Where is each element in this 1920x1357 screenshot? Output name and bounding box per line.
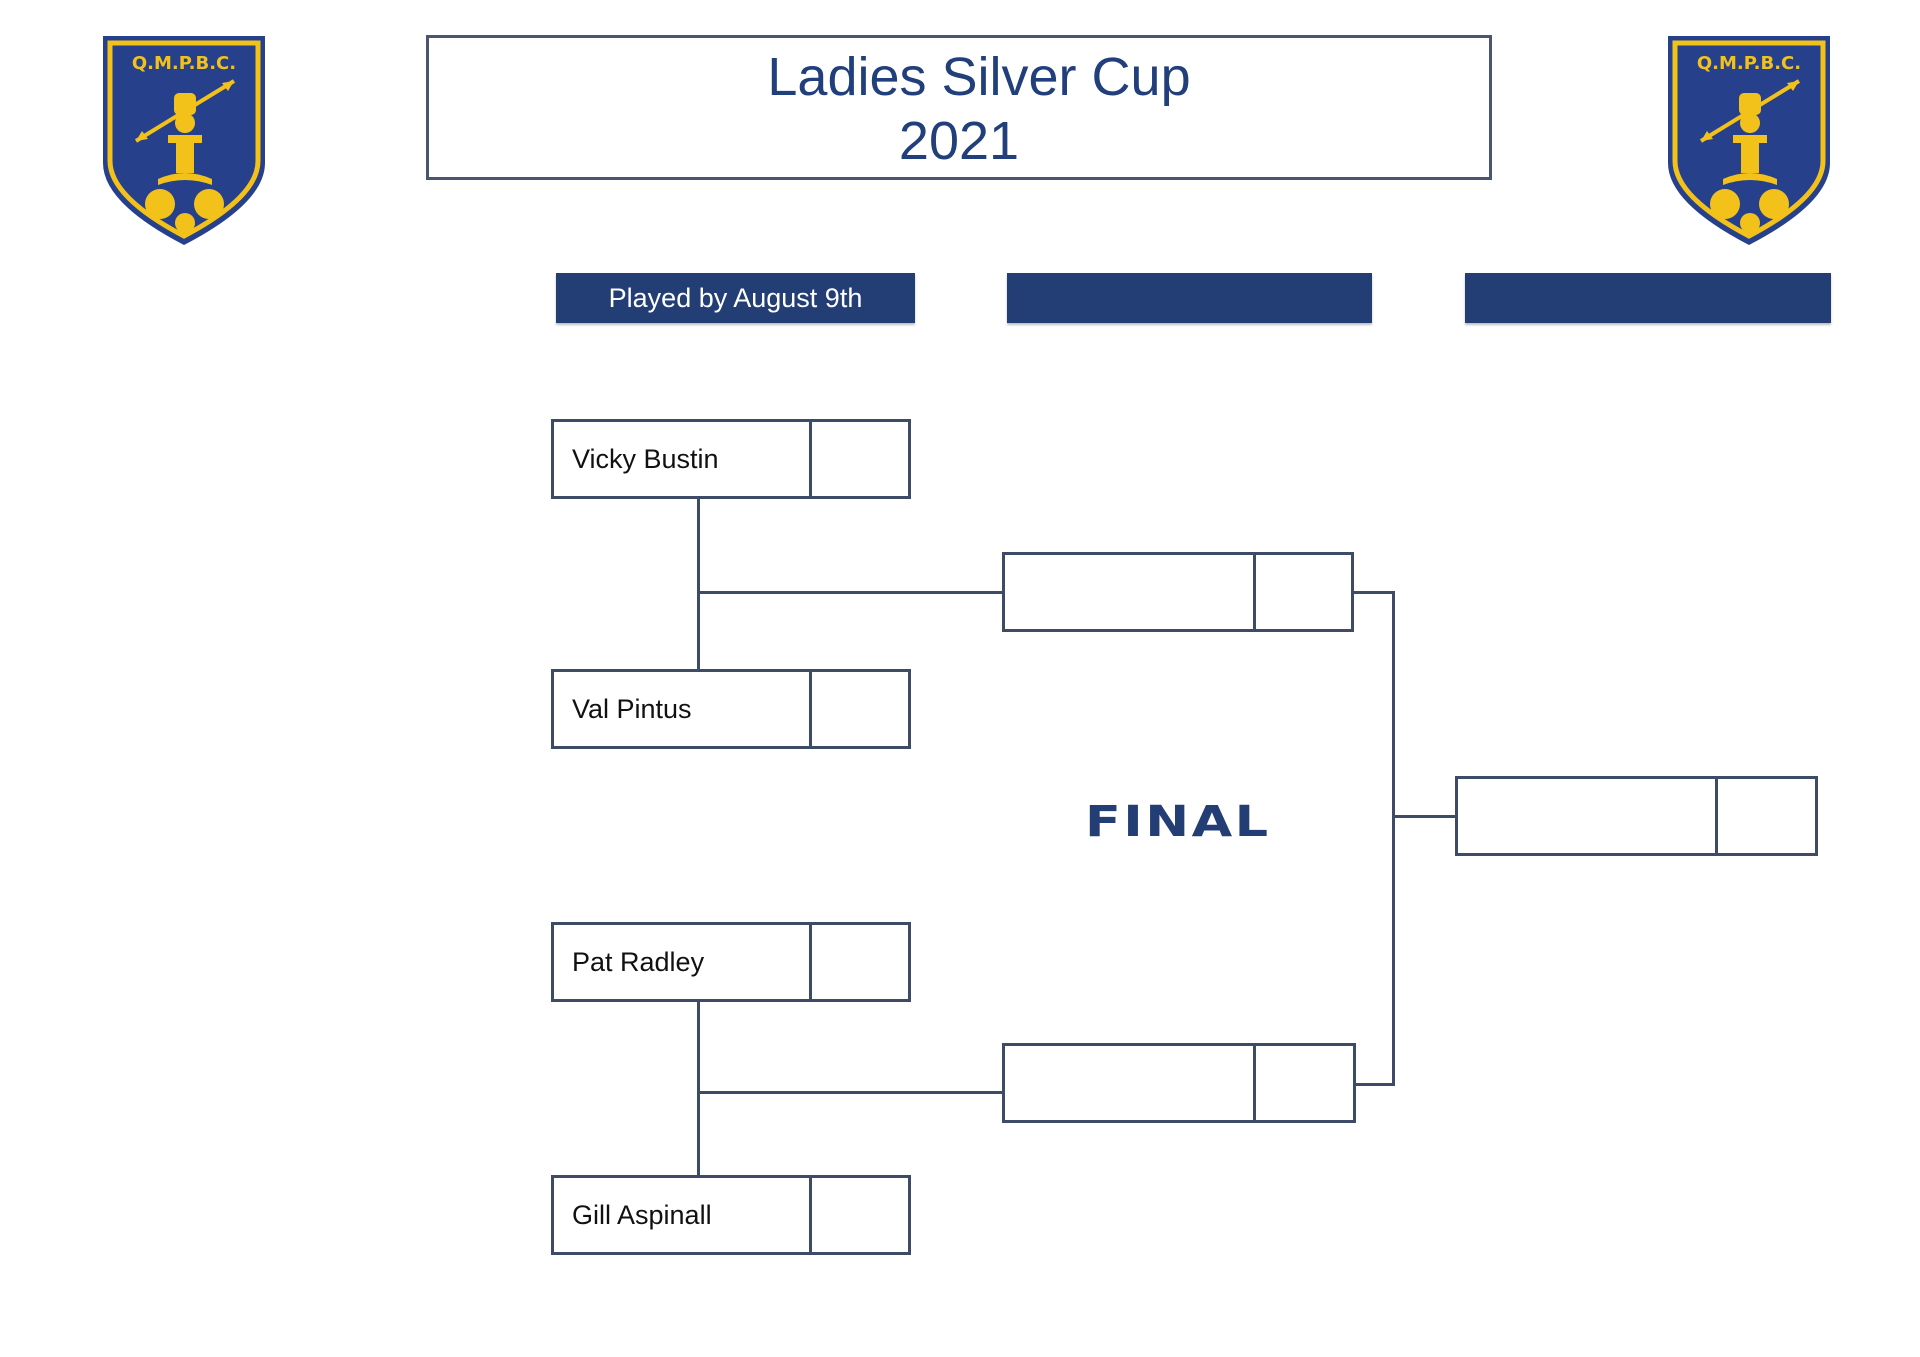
page-title: Ladies Silver Cup — [767, 47, 1191, 107]
connector-line — [1356, 1083, 1395, 1086]
crest-text: Q.M.P.B.C. — [132, 53, 236, 74]
club-crest-right: Q.M.P.B.C. — [1668, 36, 1830, 245]
club-crest-left: Q.M.P.B.C. — [103, 36, 265, 245]
round-header-2 — [1007, 273, 1372, 323]
player-name: Val Pintus — [572, 694, 692, 724]
player-name: Pat Radley — [572, 947, 705, 977]
page-year: 2021 — [898, 111, 1020, 171]
bracket-entry-semi-2[interactable] — [1002, 1043, 1356, 1123]
bracket-entry-r1-2[interactable]: Val Pintus — [551, 669, 911, 749]
connector-line — [1392, 591, 1395, 1086]
score-cell[interactable] — [809, 1178, 908, 1252]
bracket-entry-r1-4[interactable]: Gill Aspinall — [551, 1175, 911, 1255]
score-cell[interactable] — [1715, 779, 1815, 853]
final-label: FINAL — [1085, 797, 1271, 847]
score-cell[interactable] — [1253, 555, 1351, 629]
bracket-entry-r1-1[interactable]: Vicky Bustin — [551, 419, 911, 499]
round-header-1: Played by August 9th — [556, 273, 915, 323]
bracket-entry-semi-1[interactable] — [1002, 552, 1354, 632]
connector-line — [1392, 815, 1455, 818]
crest-text: Q.M.P.B.C. — [1697, 53, 1801, 74]
bracket-entry-r1-3[interactable]: Pat Radley — [551, 922, 911, 1002]
connector-line — [697, 1091, 1002, 1094]
title-box: Ladies Silver Cup 2021 — [426, 35, 1492, 180]
connector-line — [697, 499, 700, 669]
bracket-entry-final[interactable] — [1455, 776, 1818, 856]
score-cell[interactable] — [809, 422, 908, 496]
score-cell[interactable] — [809, 672, 908, 746]
connector-line — [697, 591, 1002, 594]
player-name: Vicky Bustin — [572, 444, 719, 474]
round-header-3 — [1465, 273, 1831, 323]
score-cell[interactable] — [1253, 1046, 1353, 1120]
player-name: Gill Aspinall — [572, 1200, 712, 1230]
score-cell[interactable] — [809, 925, 908, 999]
connector-line — [697, 1002, 700, 1175]
connector-line — [1354, 591, 1395, 594]
